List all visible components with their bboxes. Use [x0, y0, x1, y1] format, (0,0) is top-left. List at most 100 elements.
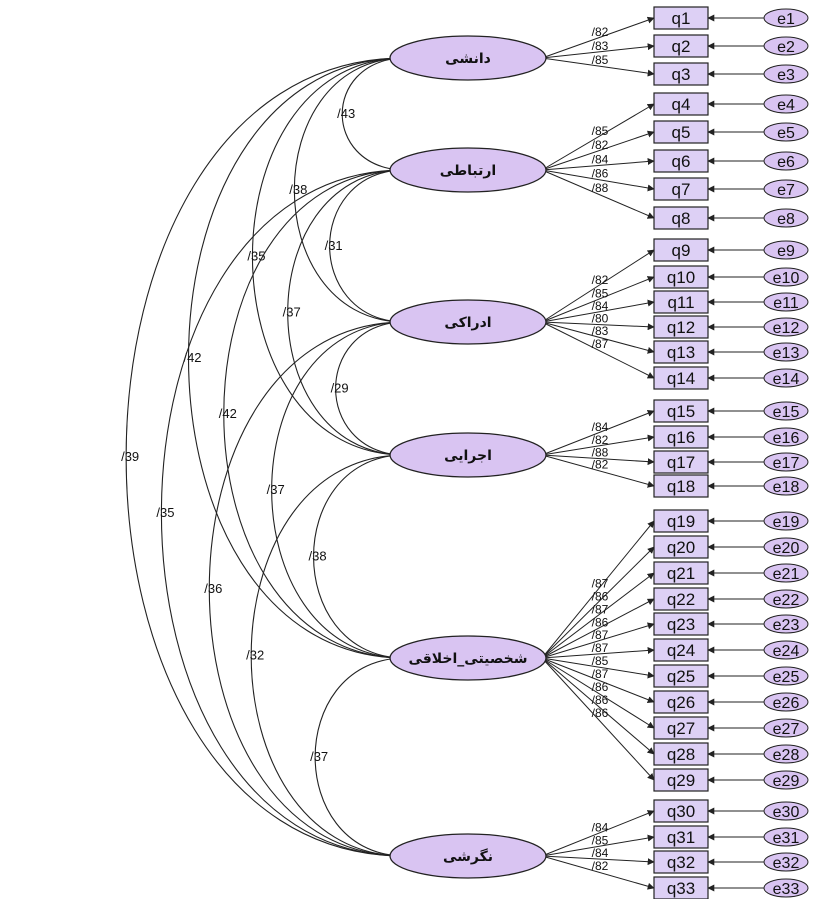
correlation-arc: [208, 318, 401, 860]
error-label: e21: [773, 566, 800, 583]
loading-arrow: [541, 546, 655, 659]
loading-label: /86: [592, 706, 609, 720]
loading-label: /80: [592, 312, 609, 326]
correlation-label: /38: [309, 549, 327, 564]
correlation-label: /29: [331, 381, 349, 396]
loading-arrow: [541, 158, 655, 171]
observed-label: q26: [667, 693, 695, 712]
loading-label: /86: [592, 680, 609, 694]
loading-label: /87: [592, 667, 609, 681]
observed-label: q6: [672, 152, 691, 171]
loading-label: /84: [592, 846, 609, 860]
correlation-arc: [271, 318, 401, 662]
correlation-arc: [125, 54, 401, 860]
error-label: e27: [773, 721, 800, 738]
observed-label: q30: [667, 802, 695, 821]
error-label: e26: [773, 695, 800, 712]
error-label: e1: [777, 11, 795, 28]
correlation-arc: [251, 54, 401, 459]
observed-label: q27: [667, 719, 695, 738]
loading-arrow: [541, 810, 655, 857]
error-label: e25: [773, 669, 800, 686]
correlation-label: /37: [267, 482, 285, 497]
observed-label: q10: [667, 268, 695, 287]
observed-label: q33: [667, 879, 695, 898]
correlation-arc: [329, 166, 401, 326]
observed-label: q15: [667, 402, 695, 421]
observed-label: q14: [667, 369, 695, 388]
error-ellipse: [763, 427, 809, 447]
correlation-arc: [335, 318, 401, 459]
loading-label: /86: [592, 590, 609, 604]
error-label: e16: [773, 430, 800, 447]
loading-label: /84: [592, 299, 609, 313]
loading-arrow: [541, 454, 655, 488]
correlation-label: /37: [283, 305, 301, 320]
loading-arrow: [541, 657, 655, 755]
loading-label: /85: [592, 124, 609, 138]
observed-label: q29: [667, 771, 695, 790]
loading-arrow: [541, 276, 655, 323]
observed-label: q11: [667, 293, 694, 312]
loading-label: /85: [592, 287, 609, 301]
loading-arrow: [541, 130, 655, 171]
correlation-arc: [287, 166, 401, 459]
observed-label: q9: [672, 241, 691, 260]
observed-label: q7: [672, 180, 691, 199]
loading-label: /82: [592, 138, 609, 152]
observed-label: q28: [667, 745, 695, 764]
observed-label: q16: [667, 428, 695, 447]
loading-label: /87: [592, 641, 609, 655]
error-ellipse: [763, 8, 809, 28]
error-ellipse: [763, 342, 809, 362]
latent-label: دانشی: [445, 51, 491, 67]
error-label: e3: [777, 67, 795, 84]
error-label: e28: [773, 747, 800, 764]
latent-label: نگرشی: [443, 848, 493, 865]
correlation-arc: [293, 54, 401, 326]
observed-label: q13: [667, 343, 695, 362]
observed-label: q21: [667, 564, 695, 583]
error-ellipse: [763, 240, 809, 260]
loading-arrow: [541, 622, 655, 659]
error-ellipse: [763, 292, 809, 312]
latent-ellipse: [389, 147, 547, 193]
error-ellipse: [763, 368, 809, 388]
error-ellipse: [763, 614, 809, 634]
loading-arrow: [541, 169, 655, 192]
observed-label: q2: [672, 37, 691, 56]
latent-ellipse: [389, 35, 547, 81]
error-label: e24: [773, 643, 800, 660]
error-ellipse: [763, 852, 809, 872]
error-ellipse: [763, 36, 809, 56]
observed-label: q18: [667, 477, 695, 496]
loading-arrow: [541, 657, 655, 679]
error-ellipse: [763, 770, 809, 790]
error-label: e17: [773, 455, 800, 472]
observed-label: q5: [672, 123, 691, 142]
loading-label: /82: [592, 433, 609, 447]
error-ellipse: [763, 589, 809, 609]
error-ellipse: [763, 94, 809, 114]
loading-arrow: [541, 434, 655, 456]
loading-label: /85: [592, 53, 609, 67]
loading-label: /87: [592, 628, 609, 642]
loading-arrow: [541, 572, 655, 659]
error-ellipse: [763, 878, 809, 898]
correlation-label: /38: [289, 182, 307, 197]
correlation-label: /37: [310, 749, 328, 764]
loading-label: /82: [592, 458, 609, 472]
loading-arrow: [541, 657, 655, 729]
observed-label: q4: [672, 95, 691, 114]
error-ellipse: [763, 563, 809, 583]
error-ellipse: [763, 452, 809, 472]
observed-label: q22: [667, 590, 695, 609]
error-label: e11: [773, 295, 799, 312]
error-ellipse: [763, 744, 809, 764]
error-ellipse: [763, 511, 809, 531]
loading-label: /88: [592, 446, 609, 460]
latent-label: اجرایی: [444, 448, 492, 464]
loading-label: /87: [592, 577, 609, 591]
latent-ellipse: [389, 635, 547, 681]
error-ellipse: [763, 122, 809, 142]
